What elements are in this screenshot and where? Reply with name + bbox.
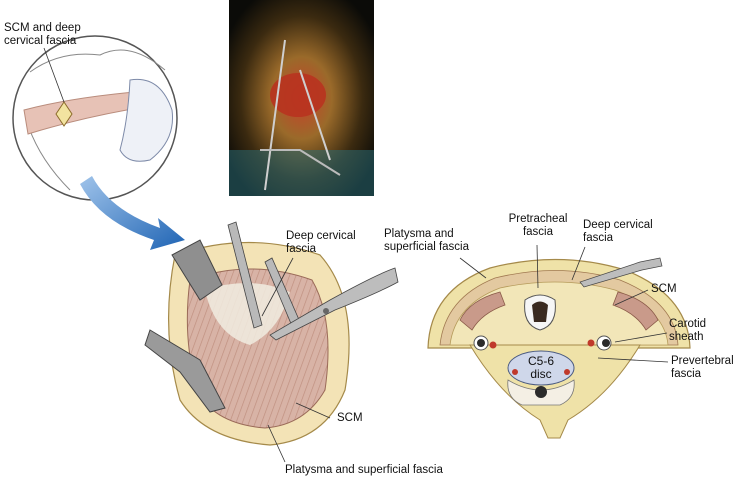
transition-arrow-icon [80, 176, 185, 250]
xs-deep-cervical-fascia-label: Deep cervical fascia [583, 219, 653, 244]
xs-disc-label: C5-6 disc [527, 354, 554, 381]
surgical-exposure-illustration [144, 221, 399, 463]
inset-circle [12, 35, 178, 201]
xs-prevertebral-label: Prevertebral fascia [671, 355, 734, 380]
xs-platysma-label: Platysma and superficial fascia [384, 228, 470, 253]
neck-cross-section [427, 244, 691, 439]
inset-label: SCM and deep cervical fascia [4, 22, 81, 47]
xs-pretracheal-label: Pretracheal fascia [508, 213, 568, 238]
left-scm-label: SCM [337, 412, 363, 424]
left-deep-cervical-fascia-label: Deep cervical fascia [286, 230, 356, 255]
left-platysma-label: Platysma and superficial fascia [285, 464, 443, 476]
surgical-photo [229, 0, 374, 196]
xs-scm-label: SCM [651, 283, 677, 295]
xs-carotid-sheath-label: Carotid sheath [669, 318, 707, 343]
